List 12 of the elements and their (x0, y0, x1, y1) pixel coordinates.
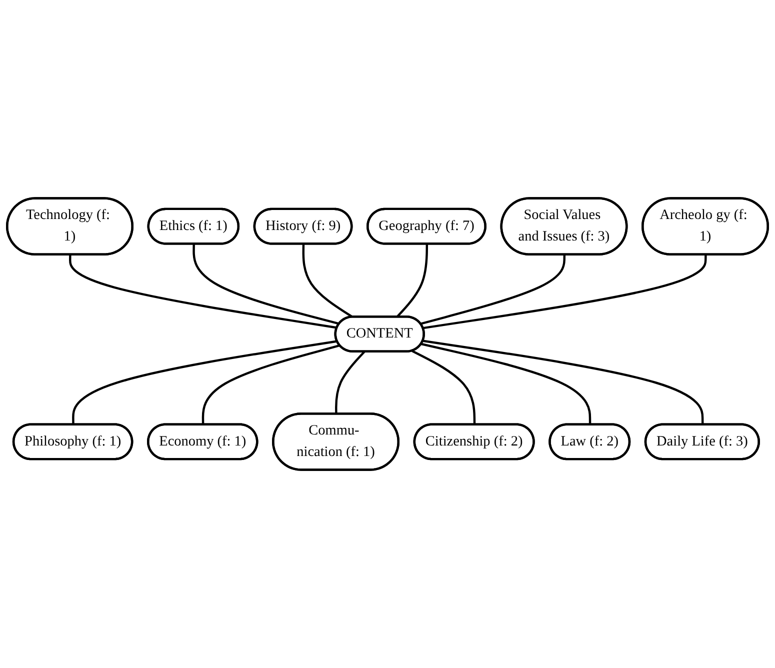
connector (422, 340, 704, 425)
connector (420, 254, 566, 325)
connector (302, 244, 354, 318)
connector (72, 340, 338, 425)
connector (335, 351, 366, 414)
connector (412, 350, 476, 425)
connector (202, 344, 340, 425)
connector (396, 244, 428, 318)
connector (422, 254, 707, 330)
connector (421, 342, 592, 425)
connector (192, 244, 340, 325)
connector (69, 254, 338, 329)
